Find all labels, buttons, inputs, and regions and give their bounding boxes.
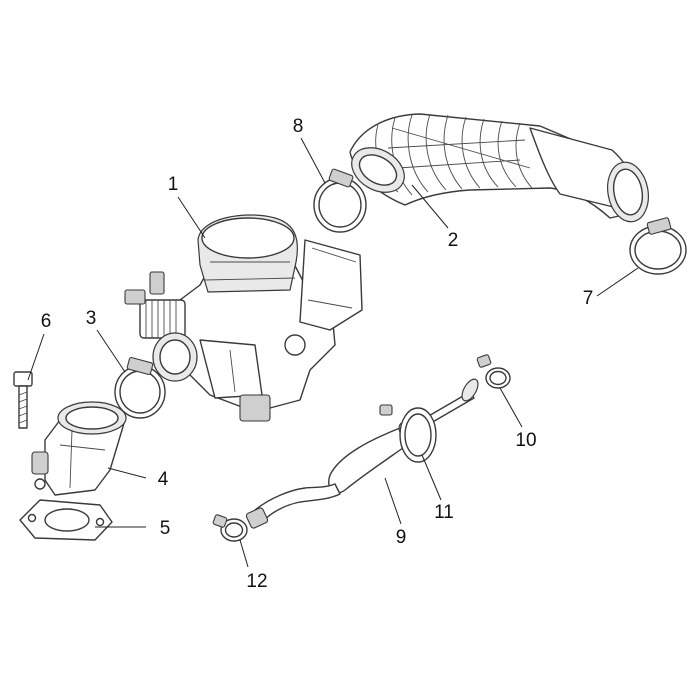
part-7-hose-clamp[interactable] — [629, 217, 687, 275]
part-4-intake-manifold[interactable] — [31, 401, 127, 496]
leader-1 — [177, 196, 206, 239]
leader-lines — [27, 137, 639, 568]
callout-11: 11 — [434, 502, 454, 523]
callout-3: 3 — [86, 308, 97, 329]
leader-7 — [596, 267, 639, 297]
part-10-small-clamp[interactable] — [476, 354, 511, 389]
part-12-small-clamp[interactable] — [212, 514, 248, 542]
part-1-carburetor[interactable] — [124, 214, 363, 422]
callout-10: 10 — [515, 430, 536, 451]
leader-9 — [384, 477, 402, 525]
callout-7: 7 — [583, 288, 594, 309]
callout-2: 2 — [448, 230, 459, 251]
callout-8: 8 — [293, 116, 304, 137]
callout-5: 5 — [160, 518, 171, 539]
part-6-bolt[interactable] — [13, 371, 33, 429]
part-8-hose-clamp[interactable] — [313, 168, 367, 233]
callout-6: 6 — [41, 311, 52, 332]
callout-labels: 1 2 3 4 5 6 7 8 9 10 11 12 — [41, 116, 594, 592]
callout-4: 4 — [158, 469, 169, 490]
part-2-intake-hose[interactable] — [344, 113, 653, 225]
leader-11 — [421, 454, 442, 501]
callout-1: 1 — [168, 174, 179, 195]
leader-3 — [96, 329, 126, 373]
part-3-hose-clamp[interactable] — [114, 356, 166, 419]
leader-2 — [411, 184, 449, 229]
callout-9: 9 — [396, 527, 407, 548]
leader-6 — [27, 333, 45, 381]
leader-10 — [499, 387, 523, 428]
part-11-clamp[interactable] — [379, 404, 437, 463]
leader-8 — [300, 137, 326, 184]
callout-12: 12 — [246, 571, 267, 592]
part-5-gasket[interactable] — [19, 499, 113, 541]
leader-4 — [107, 467, 147, 479]
leader-12 — [239, 539, 249, 568]
